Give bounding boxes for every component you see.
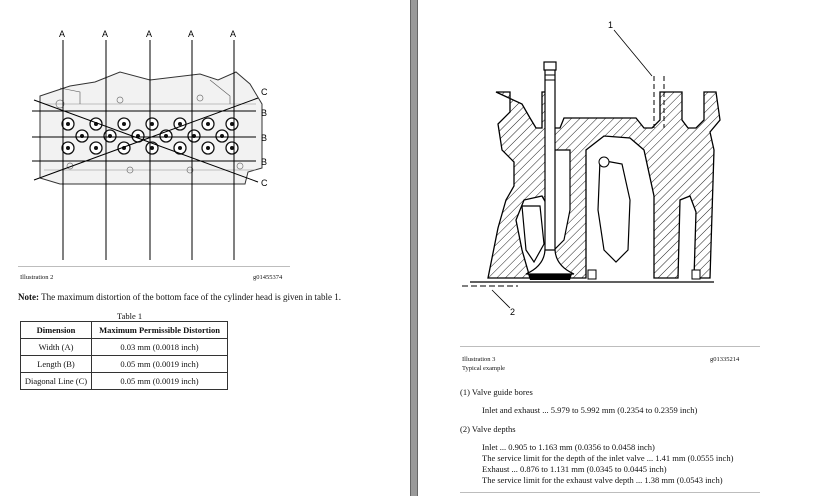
exhaust-depth-spec: Exhaust ... 0.876 to 1.131 mm (0.0345 to… bbox=[482, 464, 667, 474]
right-page: 1 2 Illustration 3 Typical example g0133… bbox=[418, 0, 837, 496]
page-divider bbox=[410, 0, 418, 496]
label-2: 2 bbox=[510, 307, 515, 317]
illustration-3-subtitle: Typical example bbox=[462, 365, 506, 372]
note-paragraph: Note: The maximum distortion of the bott… bbox=[18, 292, 341, 302]
table-cell: Width (A) bbox=[20, 338, 92, 356]
section-valve-depths-heading: (2) Valve depths bbox=[460, 424, 516, 434]
note-label: Note: bbox=[18, 292, 39, 302]
table-cell: Diagonal Line (C) bbox=[20, 372, 92, 390]
illustration-3-caption: Illustration 3 bbox=[462, 356, 496, 363]
illustration-2-caption: Illustration 2 bbox=[20, 274, 54, 281]
table-row: Diagonal Line (C) 0.05 mm (0.0019 inch) bbox=[20, 372, 228, 390]
table-row: Width (A) 0.03 mm (0.0018 inch) bbox=[20, 338, 228, 356]
label-c-top: C bbox=[261, 87, 268, 97]
inlet-depth-spec: Inlet ... 0.905 to 1.163 mm (0.0356 to 0… bbox=[482, 442, 655, 452]
label-a-1: A bbox=[59, 29, 65, 39]
cylinder-head-illustration: A A A A A C B B B C bbox=[32, 29, 268, 260]
section-valve-guide-bores-heading: (1) Valve guide bores bbox=[460, 387, 533, 397]
label-b-1: B bbox=[261, 108, 267, 118]
valve bbox=[525, 61, 575, 280]
label-1: 1 bbox=[608, 20, 613, 30]
table-header-row: Dimension Maximum Permissible Distortion bbox=[20, 321, 228, 339]
valve-guide-bores-spec: Inlet and exhaust ... 5.979 to 5.992 mm … bbox=[482, 405, 698, 415]
length-lines-b bbox=[32, 110, 256, 162]
label-a-2: A bbox=[102, 29, 108, 39]
header-max-distortion: Maximum Permissible Distortion bbox=[91, 321, 228, 339]
note-text: The maximum distortion of the bottom fac… bbox=[41, 292, 342, 302]
label-a-5: A bbox=[230, 29, 236, 39]
left-page: A A A A A C B B B C Illustration 2 g0145… bbox=[0, 0, 412, 496]
label-c-bottom: C bbox=[261, 178, 268, 188]
valve-section-illustration: 1 2 bbox=[462, 20, 721, 317]
table-caption: Table 1 bbox=[117, 311, 143, 321]
table-cell: Length (B) bbox=[20, 355, 92, 373]
table-row: Length (B) 0.05 mm (0.0019 inch) bbox=[20, 355, 228, 373]
illustration-2-id: g01455374 bbox=[253, 274, 283, 281]
illustration-3-id: g01335214 bbox=[710, 356, 740, 363]
distortion-table: Dimension Maximum Permissible Distortion… bbox=[20, 321, 228, 390]
inlet-service-limit: The service limit for the depth of the i… bbox=[482, 453, 734, 463]
label-b-2: B bbox=[261, 133, 267, 143]
exhaust-service-limit: The service limit for the exhaust valve … bbox=[482, 475, 723, 485]
table-cell: 0.05 mm (0.0019 inch) bbox=[91, 372, 228, 390]
diagonal-lines-c bbox=[33, 97, 259, 183]
table-cell: 0.05 mm (0.0019 inch) bbox=[91, 355, 228, 373]
header-dimension: Dimension bbox=[20, 321, 92, 339]
label-b-3: B bbox=[261, 157, 267, 167]
label-a-4: A bbox=[188, 29, 194, 39]
label-a-3: A bbox=[146, 29, 152, 39]
table-cell: 0.03 mm (0.0018 inch) bbox=[91, 338, 228, 356]
width-lines-a bbox=[62, 40, 235, 260]
